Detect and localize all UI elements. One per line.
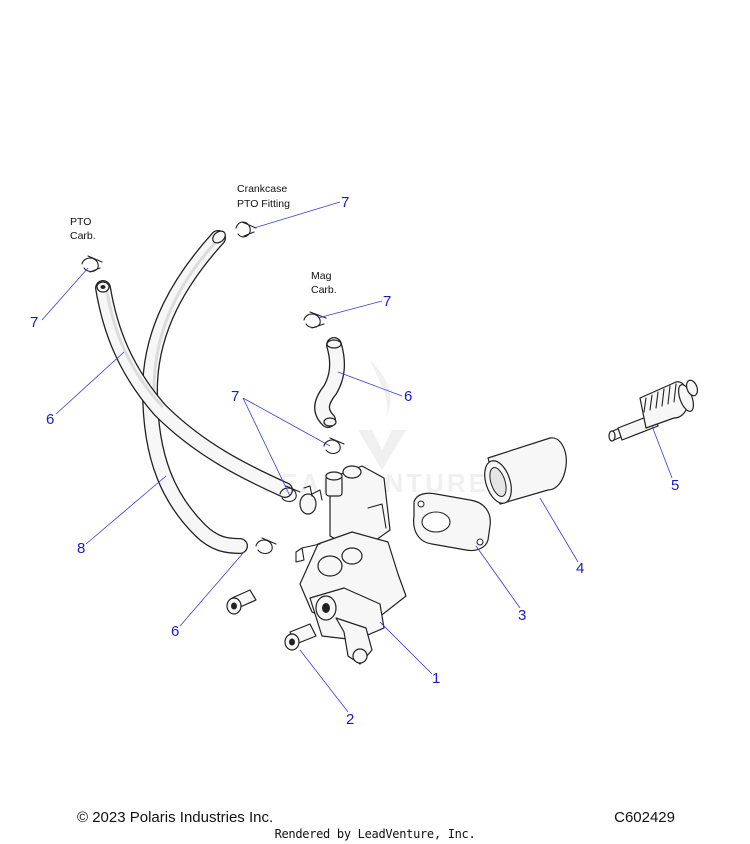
callout-7-pto: 7 [30, 314, 38, 331]
note-crankcase-line1: Crankcase [237, 183, 287, 195]
note-crankcase-line2: PTO Fitting [237, 198, 290, 210]
screw-upper [226, 589, 257, 615]
clamp-mid [323, 437, 345, 455]
diagram-code: C602429 [614, 809, 675, 826]
callout-8: 8 [77, 540, 85, 557]
note-mag-carb-line1: Mag [311, 270, 332, 282]
clamp-pump-lower [255, 537, 277, 555]
callout-1: 1 [432, 670, 440, 687]
callout-6-left: 6 [46, 411, 54, 428]
clamp-crankcase [235, 221, 257, 238]
callout-6-bottom: 6 [171, 623, 179, 640]
callout-5: 5 [671, 477, 679, 494]
hose-part-8 [142, 230, 248, 554]
callout-4: 4 [576, 560, 584, 577]
shaft-part-5 [608, 379, 699, 442]
clamp-pto [81, 255, 103, 273]
note-pto-carb-line1: PTO [70, 216, 91, 228]
callout-7-mag: 7 [383, 293, 391, 310]
callout-3: 3 [518, 607, 526, 624]
callout-7-crankcase: 7 [341, 194, 349, 211]
hose-part-6-mag [314, 337, 345, 428]
oil-pump-part-1 [295, 465, 407, 665]
hose-part-6-left [95, 280, 293, 498]
sleeve-part-4 [484, 437, 567, 505]
clamp-pump-upper [279, 485, 301, 503]
gasket-part-3 [413, 492, 491, 552]
callout-2: 2 [346, 711, 354, 728]
copyright-text: © 2023 Polaris Industries Inc. [77, 809, 274, 826]
clamp-mag [303, 311, 327, 329]
callout-6-mag: 6 [404, 388, 412, 405]
render-credit: Rendered by LeadVenture, Inc. [274, 827, 476, 841]
leader-lines [41, 201, 673, 713]
note-mag-carb-line2: Carb. [311, 284, 337, 296]
note-pto-carb-line2: Carb. [70, 230, 96, 242]
screw-part-2 [284, 623, 317, 651]
callout-7-pump: 7 [231, 388, 239, 405]
